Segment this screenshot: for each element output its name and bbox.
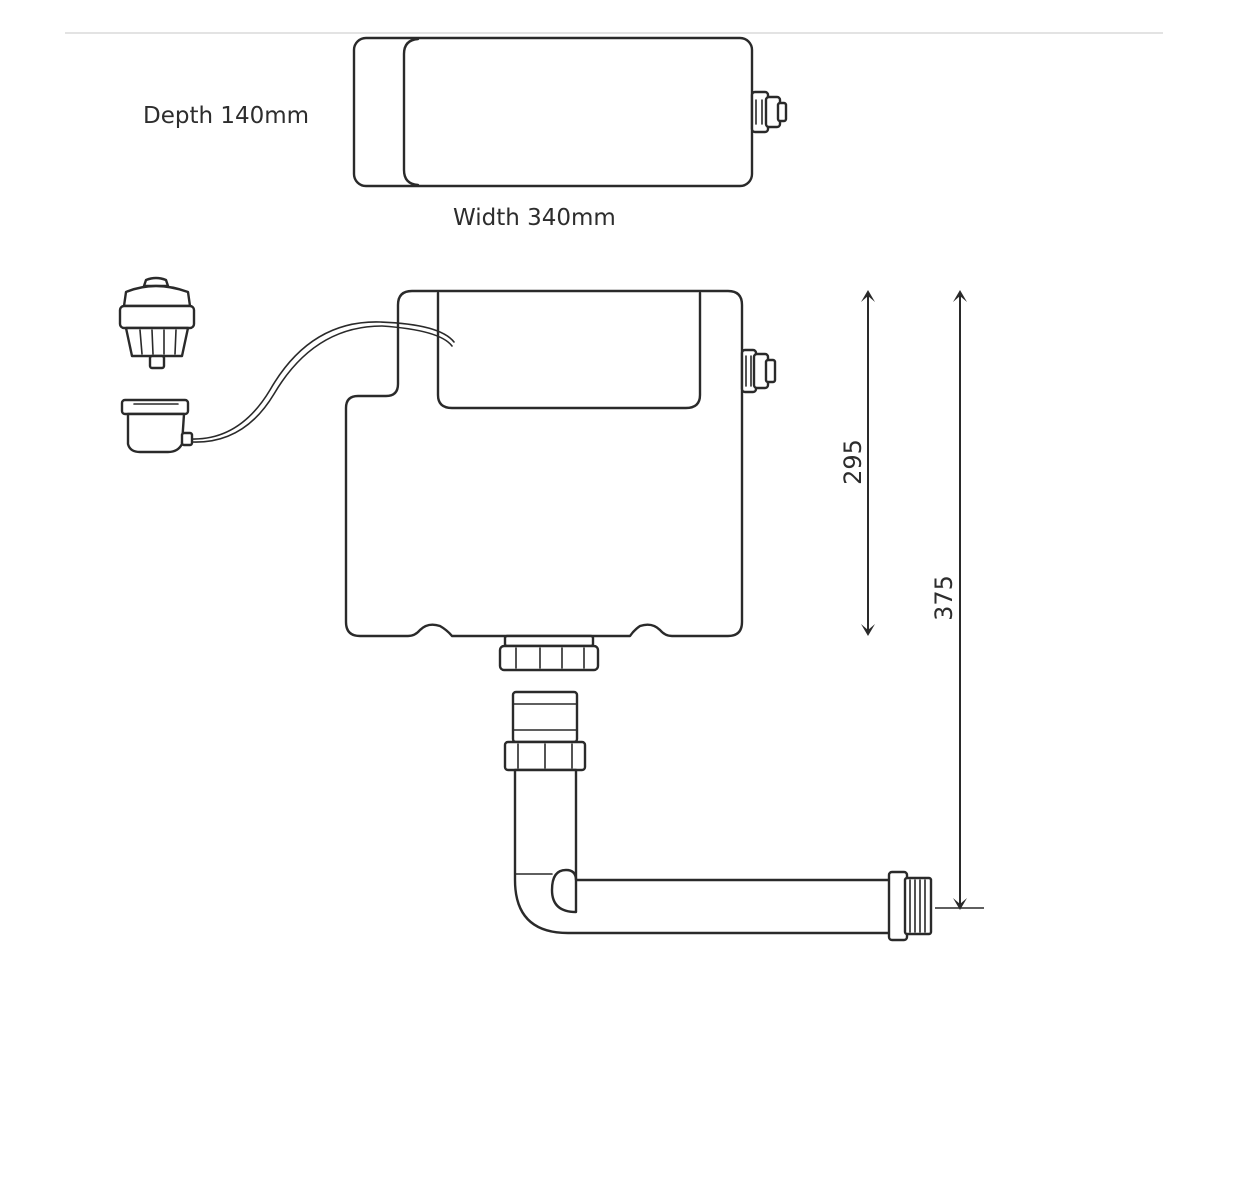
outlet-nut	[498, 634, 600, 672]
push-button-assembly	[118, 276, 455, 454]
cistern-front-view	[344, 289, 777, 672]
cistern-top-view	[352, 36, 788, 188]
top-view-valve-fitting	[750, 90, 788, 134]
height-295-label: 295	[839, 439, 867, 485]
height-dimension-375	[935, 290, 984, 910]
height-375-label: 375	[930, 575, 958, 621]
width-label: Width 340mm	[453, 205, 616, 231]
front-view-valve-fitting	[740, 348, 777, 394]
flush-pipe	[503, 690, 933, 942]
depth-label: Depth 140mm	[143, 103, 309, 129]
